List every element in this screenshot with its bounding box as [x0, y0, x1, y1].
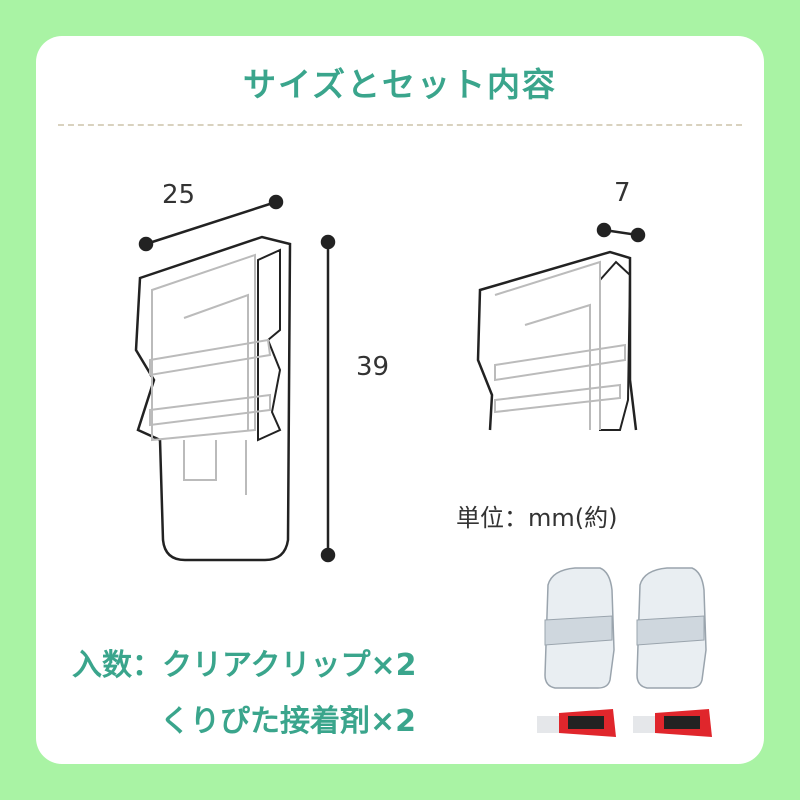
product-clip-photo-1	[544, 567, 615, 689]
contents-line-glue: くりぴた接着剤×2	[160, 704, 417, 739]
height-dimension-line	[320, 234, 336, 563]
glue-tube-photo-2	[633, 709, 712, 737]
product-clip-photo-2	[636, 567, 707, 689]
glue-tube-photo-1	[537, 709, 616, 737]
unit-label: 単位：mm(約)	[456, 504, 618, 532]
dashed-divider	[58, 124, 742, 126]
width-dimension-line	[138, 194, 284, 252]
contents-line-clips: 入数：クリアクリップ×2	[72, 648, 417, 683]
height-label: 39	[356, 352, 390, 382]
width-label: 25	[162, 180, 196, 210]
page-title: サイズとセット内容	[242, 65, 557, 104]
clip-side-view	[476, 250, 638, 431]
depth-dimension-line	[596, 222, 646, 243]
depth-label: 7	[614, 178, 631, 208]
clip-front-view	[134, 235, 292, 562]
